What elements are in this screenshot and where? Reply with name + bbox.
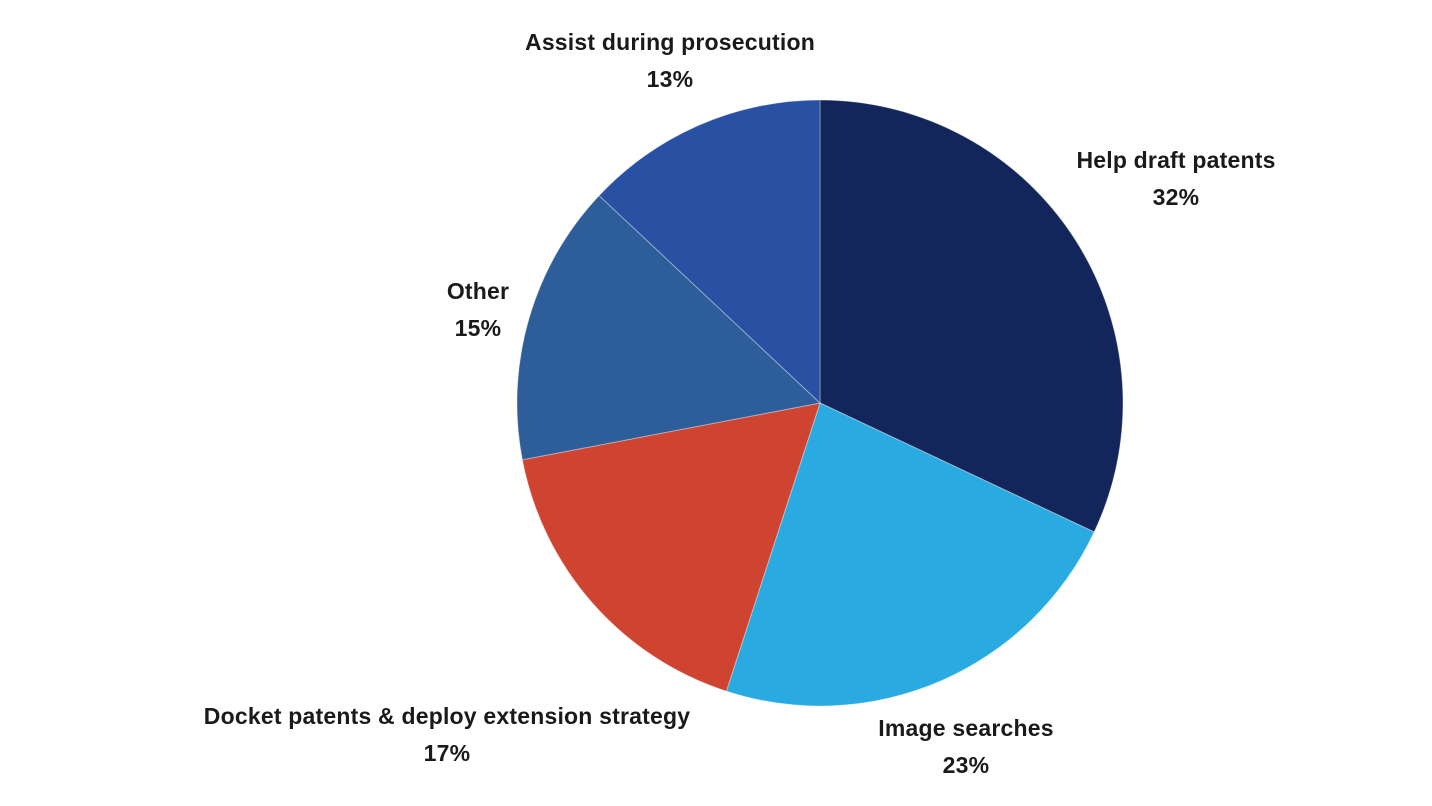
pie-slice-help-draft-patents: [819, 99, 1124, 533]
slice-callout-assist-during-prosecution: Assist during prosecution 13%: [525, 24, 815, 99]
pie-slice-other: [516, 194, 822, 461]
slice-percent: 32%: [1152, 184, 1200, 211]
slice-percent: 23%: [942, 752, 990, 779]
slice-callout-image-searches: Image searches 23%: [878, 710, 1053, 785]
slice-percent: 15%: [454, 315, 502, 342]
slice-label: Image searches: [878, 715, 1054, 741]
pie-slice-docket-patents-deploy-extension-strategy: [521, 402, 821, 692]
slice-label: Other: [446, 278, 510, 304]
slice-label: Assist during prosecution: [525, 29, 815, 55]
slice-callout-other: Other 15%: [447, 273, 509, 348]
pie-slice-assist-during-prosecution: [598, 99, 821, 405]
slice-callout-docket-patents: Docket patents & deploy extension strate…: [204, 698, 690, 773]
pie-slice-image-searches: [725, 402, 1095, 707]
slice-label: Help draft patents: [1076, 147, 1276, 173]
slice-callout-help-draft-patents: Help draft patents 32%: [1076, 142, 1275, 217]
slice-label: Docket patents & deploy extension strate…: [203, 703, 691, 729]
slice-percent: 13%: [646, 66, 694, 93]
slice-percent: 17%: [423, 740, 471, 767]
